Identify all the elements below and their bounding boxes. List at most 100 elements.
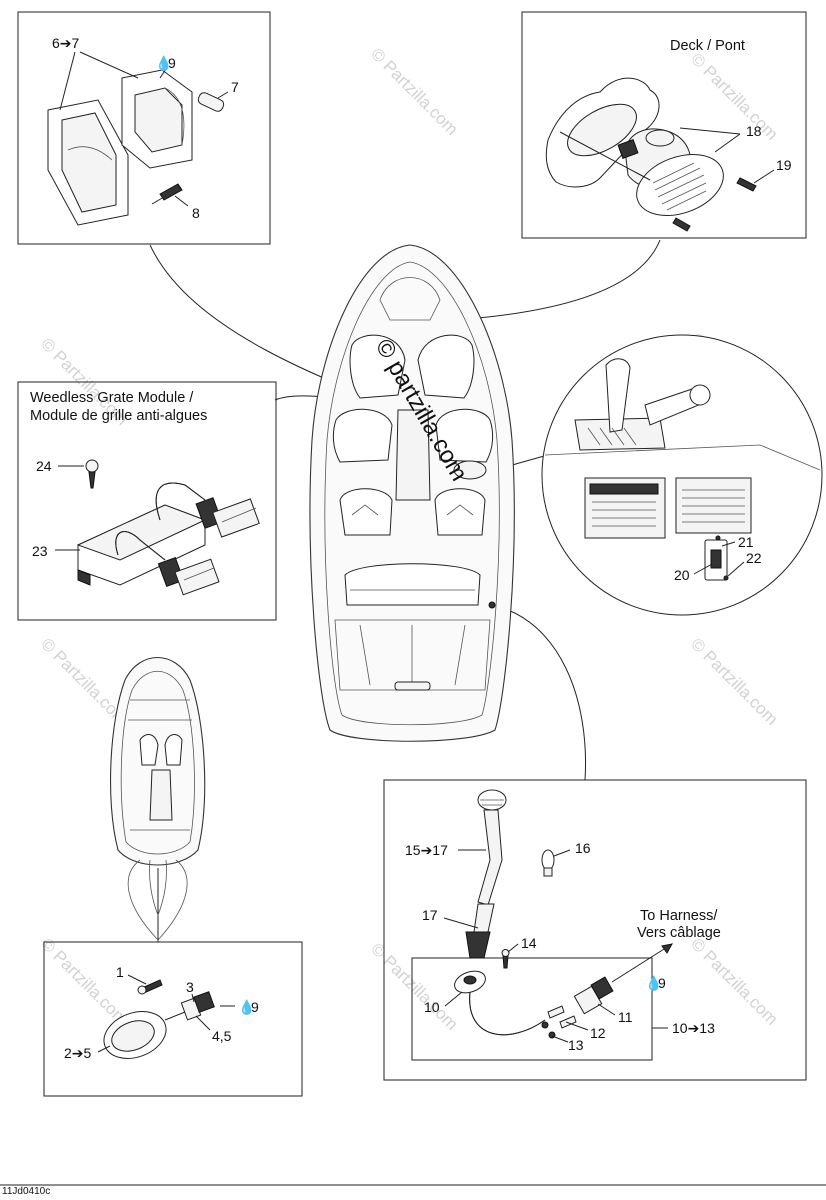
- throttle-detail: 21 22 20: [541, 334, 823, 616]
- screw-shaft: [88, 471, 96, 489]
- harness-connector: [573, 976, 614, 1015]
- stern-light-box: 1 3 💧 9 4,5 2➔5: [43, 941, 303, 1097]
- rear-bench: [344, 563, 481, 606]
- socket-wire: [164, 1011, 186, 1021]
- hull-inner-line: [324, 261, 500, 726]
- leader-line: [693, 563, 713, 575]
- watermark: © Partzilla.com: [367, 939, 461, 1033]
- leader-line: [443, 917, 479, 929]
- panel-border: [17, 381, 277, 621]
- leader-line: [565, 1021, 589, 1031]
- switch-screw: [715, 535, 721, 541]
- harness-arrow-head: [661, 943, 673, 954]
- leader-line: [195, 1015, 211, 1031]
- sealant-icon: 💧: [645, 975, 662, 992]
- callout-22: 22: [746, 550, 762, 566]
- globe-ribs: [480, 799, 504, 806]
- callout-3: 3: [186, 979, 194, 995]
- callout-15-17: 15➔17: [405, 842, 448, 858]
- leader-line: [597, 1003, 616, 1016]
- console-surface: [544, 444, 821, 471]
- connector-plug-lower: [157, 557, 220, 596]
- sticker-text: [592, 501, 656, 527]
- steering-wheel: [453, 460, 487, 480]
- callout-18: 18: [746, 123, 762, 139]
- leader-line: [679, 127, 741, 135]
- socket-cable-outline: [469, 991, 546, 1036]
- connector-plug-upper: [195, 497, 260, 538]
- screw-head: [501, 949, 510, 957]
- panel-border: [383, 779, 807, 1081]
- callout-16: 16: [575, 840, 591, 856]
- leader-line: [753, 169, 775, 184]
- light-beam: [127, 859, 188, 941]
- screw-part: [672, 217, 691, 232]
- leader-line: [507, 943, 519, 953]
- leader-line: [444, 991, 463, 1007]
- harness-label-en: To Harness/: [640, 908, 718, 924]
- leader-line: [59, 51, 76, 111]
- stern-channels: [359, 624, 466, 686]
- stern-step: [394, 681, 431, 691]
- sealant-icon: 💧: [155, 55, 172, 72]
- walkway: [395, 409, 431, 501]
- throttle-lever-left: [605, 358, 631, 433]
- small-deck-lines: [128, 699, 192, 831]
- callout-12: 12: [590, 1025, 606, 1041]
- callout-10: 10: [424, 999, 440, 1015]
- vent-cover-inner: [61, 112, 117, 213]
- warning-sticker-header: [589, 483, 659, 495]
- callout-2-5: 2➔5: [64, 1045, 92, 1061]
- vent-louver: [67, 146, 113, 161]
- leader-line: [477, 239, 661, 319]
- callout-23: 23: [32, 543, 48, 559]
- leader-line: [217, 91, 229, 99]
- callout-19: 19: [776, 157, 792, 173]
- connector-part: [193, 991, 215, 1013]
- weedless-title-fr: Module de grille anti-algues: [30, 408, 207, 424]
- small-hull-outline: [110, 657, 206, 866]
- light-switch: [710, 549, 722, 569]
- boat-hull-main: © partzilla.com: [309, 244, 515, 742]
- deck-label: Deck / Pont: [670, 38, 745, 54]
- socket-hole: [463, 975, 477, 985]
- callout-14: 14: [521, 935, 537, 951]
- sticker-text: [682, 489, 745, 523]
- boat-hull-secondary: [110, 657, 206, 941]
- screw-head: [137, 985, 147, 995]
- small-seat: [164, 734, 183, 766]
- pole-base: [465, 931, 491, 959]
- drawing-code: 11Jd0410c: [2, 1186, 51, 1197]
- small-walkway: [149, 769, 173, 821]
- socket-cable: [469, 991, 546, 1036]
- callout-9: 9: [658, 975, 666, 991]
- screw-part: [736, 177, 757, 192]
- horn-assembly-box: Deck / Pont 18 19: [521, 11, 807, 239]
- callout-6-7: 6➔7: [52, 35, 80, 51]
- light-beam-inner: [149, 859, 167, 917]
- terminal-part: [559, 1015, 577, 1029]
- leader-line: [714, 133, 741, 153]
- seal-part: [541, 1021, 549, 1029]
- module-mount: [77, 569, 91, 586]
- panel-border: [43, 941, 303, 1097]
- weedless-title-en: Weedless Grate Module /: [30, 390, 194, 406]
- callout-24: 24: [36, 458, 52, 474]
- vent-duct-ring: [164, 87, 185, 146]
- callout-21: 21: [738, 534, 754, 550]
- leader-line: [551, 1035, 569, 1043]
- lever-slots: [587, 427, 637, 446]
- weedless-module-box: Weedless Grate Module / Module de grille…: [17, 381, 277, 621]
- bulb-base: [543, 867, 553, 877]
- leader-line: [491, 604, 587, 781]
- console-right: [435, 408, 494, 463]
- deck-opening: [567, 103, 637, 157]
- callout-7: 7: [231, 79, 239, 95]
- horn-grille: [636, 154, 724, 216]
- seat-detail: [351, 504, 474, 516]
- bulb-part: [541, 849, 555, 871]
- callout-11: 11: [618, 1009, 633, 1025]
- plug-part: [197, 92, 225, 112]
- nav-light-pole: [477, 809, 503, 906]
- throttle-knob: [689, 384, 711, 406]
